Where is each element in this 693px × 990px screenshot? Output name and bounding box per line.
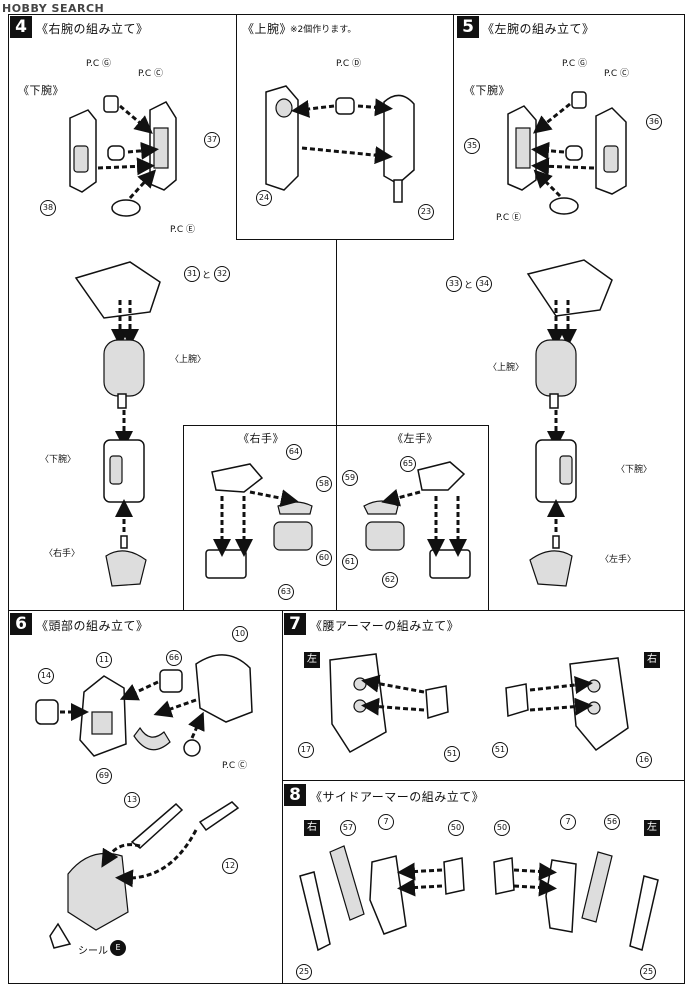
right-hand-title: 《右手》 bbox=[238, 432, 284, 445]
part-62: 62 bbox=[382, 572, 398, 588]
left-tag-s8: 左 bbox=[644, 820, 660, 836]
lower-arm-label-s4: 〈下腕〉 bbox=[40, 455, 77, 465]
part-25-right: 25 bbox=[640, 964, 656, 980]
part-23: 23 bbox=[418, 204, 434, 220]
part-10: 10 bbox=[232, 626, 248, 642]
part-17: 17 bbox=[298, 742, 314, 758]
part-64: 64 bbox=[286, 444, 302, 460]
part-11: 11 bbox=[96, 652, 112, 668]
part-12: 12 bbox=[222, 858, 238, 874]
pc-c-label-s4: P.C Ⓒ bbox=[138, 69, 164, 79]
part-16: 16 bbox=[636, 752, 652, 768]
part-66: 66 bbox=[166, 650, 182, 666]
step8-side-armor-parts bbox=[299, 845, 659, 952]
step-6-number: 6 bbox=[10, 613, 32, 635]
part-36: 36 bbox=[646, 114, 662, 130]
step4-arm-stack bbox=[74, 261, 161, 587]
step6-head-parts bbox=[35, 654, 253, 949]
part-65: 65 bbox=[400, 456, 416, 472]
step-5-title: 《左腕の組み立て》 bbox=[482, 22, 595, 36]
and-31-32: と bbox=[202, 271, 212, 281]
left-hand-parts bbox=[363, 461, 471, 579]
upper-arm-note-2: ※2個作ります。 bbox=[290, 25, 357, 35]
right-tag-s8: 右 bbox=[304, 820, 320, 836]
part-51-right: 51 bbox=[492, 742, 508, 758]
pc-g-label-s5: P.C Ⓖ bbox=[562, 59, 588, 69]
right-hand-label: 〈右手〉 bbox=[44, 549, 81, 559]
part-24: 24 bbox=[256, 190, 272, 206]
part-34: 34 bbox=[476, 276, 492, 292]
part-37: 37 bbox=[204, 132, 220, 148]
part-33: 33 bbox=[446, 276, 462, 292]
step7-waist-armor-parts bbox=[329, 653, 629, 753]
upper-arm-label-s4: 〈上腕〉 bbox=[170, 355, 207, 365]
seal-e-badge: E bbox=[110, 940, 126, 956]
lower-arm-title-s4: 《下腕》 bbox=[18, 84, 64, 97]
hands-divider bbox=[336, 425, 337, 612]
part-35: 35 bbox=[464, 138, 480, 154]
left-tag-s7: 左 bbox=[304, 652, 320, 668]
pc-e-label-s5: P.C Ⓔ bbox=[496, 213, 522, 223]
step-8-number: 8 bbox=[284, 784, 306, 806]
part-56: 56 bbox=[604, 814, 620, 830]
part-7-right: 7 bbox=[560, 814, 576, 830]
lower-arm-label-s5: 〈下腕〉 bbox=[616, 465, 653, 475]
part-25-left: 25 bbox=[296, 964, 312, 980]
part-38: 38 bbox=[40, 200, 56, 216]
part-57: 57 bbox=[340, 820, 356, 836]
step-4-title: 《右腕の組み立て》 bbox=[36, 22, 149, 36]
part-58: 58 bbox=[316, 476, 332, 492]
part-50-right: 50 bbox=[494, 820, 510, 836]
part-69: 69 bbox=[96, 768, 112, 784]
step-8-title: 《サイドアーマーの組み立て》 bbox=[310, 790, 485, 804]
right-tag-s7: 右 bbox=[644, 652, 660, 668]
part-31: 31 bbox=[184, 266, 200, 282]
step-7-number: 7 bbox=[284, 613, 306, 635]
upper-arm-parts bbox=[265, 85, 415, 203]
part-13: 13 bbox=[124, 792, 140, 808]
step4-lower-arm-parts bbox=[69, 95, 177, 217]
pc-e-label-s4: P.C Ⓔ bbox=[170, 225, 196, 235]
watermark: HOBBY SEARCH bbox=[2, 2, 105, 15]
left-hand-label: 〈左手〉 bbox=[600, 555, 637, 565]
part-32: 32 bbox=[214, 266, 230, 282]
seal-label: シール bbox=[78, 946, 108, 957]
step-6-title: 《頭部の組み立て》 bbox=[36, 619, 149, 633]
pc-g-label-s4: P.C Ⓖ bbox=[86, 59, 112, 69]
pc-c-label-s6: P.C Ⓒ bbox=[222, 761, 248, 771]
part-59: 59 bbox=[342, 470, 358, 486]
step-5-number: 5 bbox=[457, 16, 479, 38]
step5-lower-arm-parts bbox=[507, 91, 627, 215]
upper-arm-label-s5: 〈上腕〉 bbox=[488, 363, 525, 373]
part-51-left: 51 bbox=[444, 746, 460, 762]
lower-arm-title-s5: 《下腕》 bbox=[464, 84, 510, 97]
pc-c-label-s5: P.C Ⓒ bbox=[604, 69, 630, 79]
step5-arm-stack bbox=[526, 259, 613, 587]
part-50-left: 50 bbox=[448, 820, 464, 836]
upper-arm-title-2: 《上腕》 bbox=[242, 22, 293, 36]
part-60: 60 bbox=[316, 550, 332, 566]
right-hand-parts bbox=[205, 463, 313, 579]
step-7-title: 《腰アーマーの組み立て》 bbox=[310, 619, 460, 633]
part-61: 61 bbox=[342, 554, 358, 570]
step-4-number: 4 bbox=[10, 16, 32, 38]
part-7-left: 7 bbox=[378, 814, 394, 830]
left-hand-title: 《左手》 bbox=[392, 432, 438, 445]
part-14: 14 bbox=[38, 668, 54, 684]
pc-d-label: P.C Ⓓ bbox=[336, 59, 362, 69]
part-63: 63 bbox=[278, 584, 294, 600]
and-33-34: と bbox=[464, 281, 474, 291]
